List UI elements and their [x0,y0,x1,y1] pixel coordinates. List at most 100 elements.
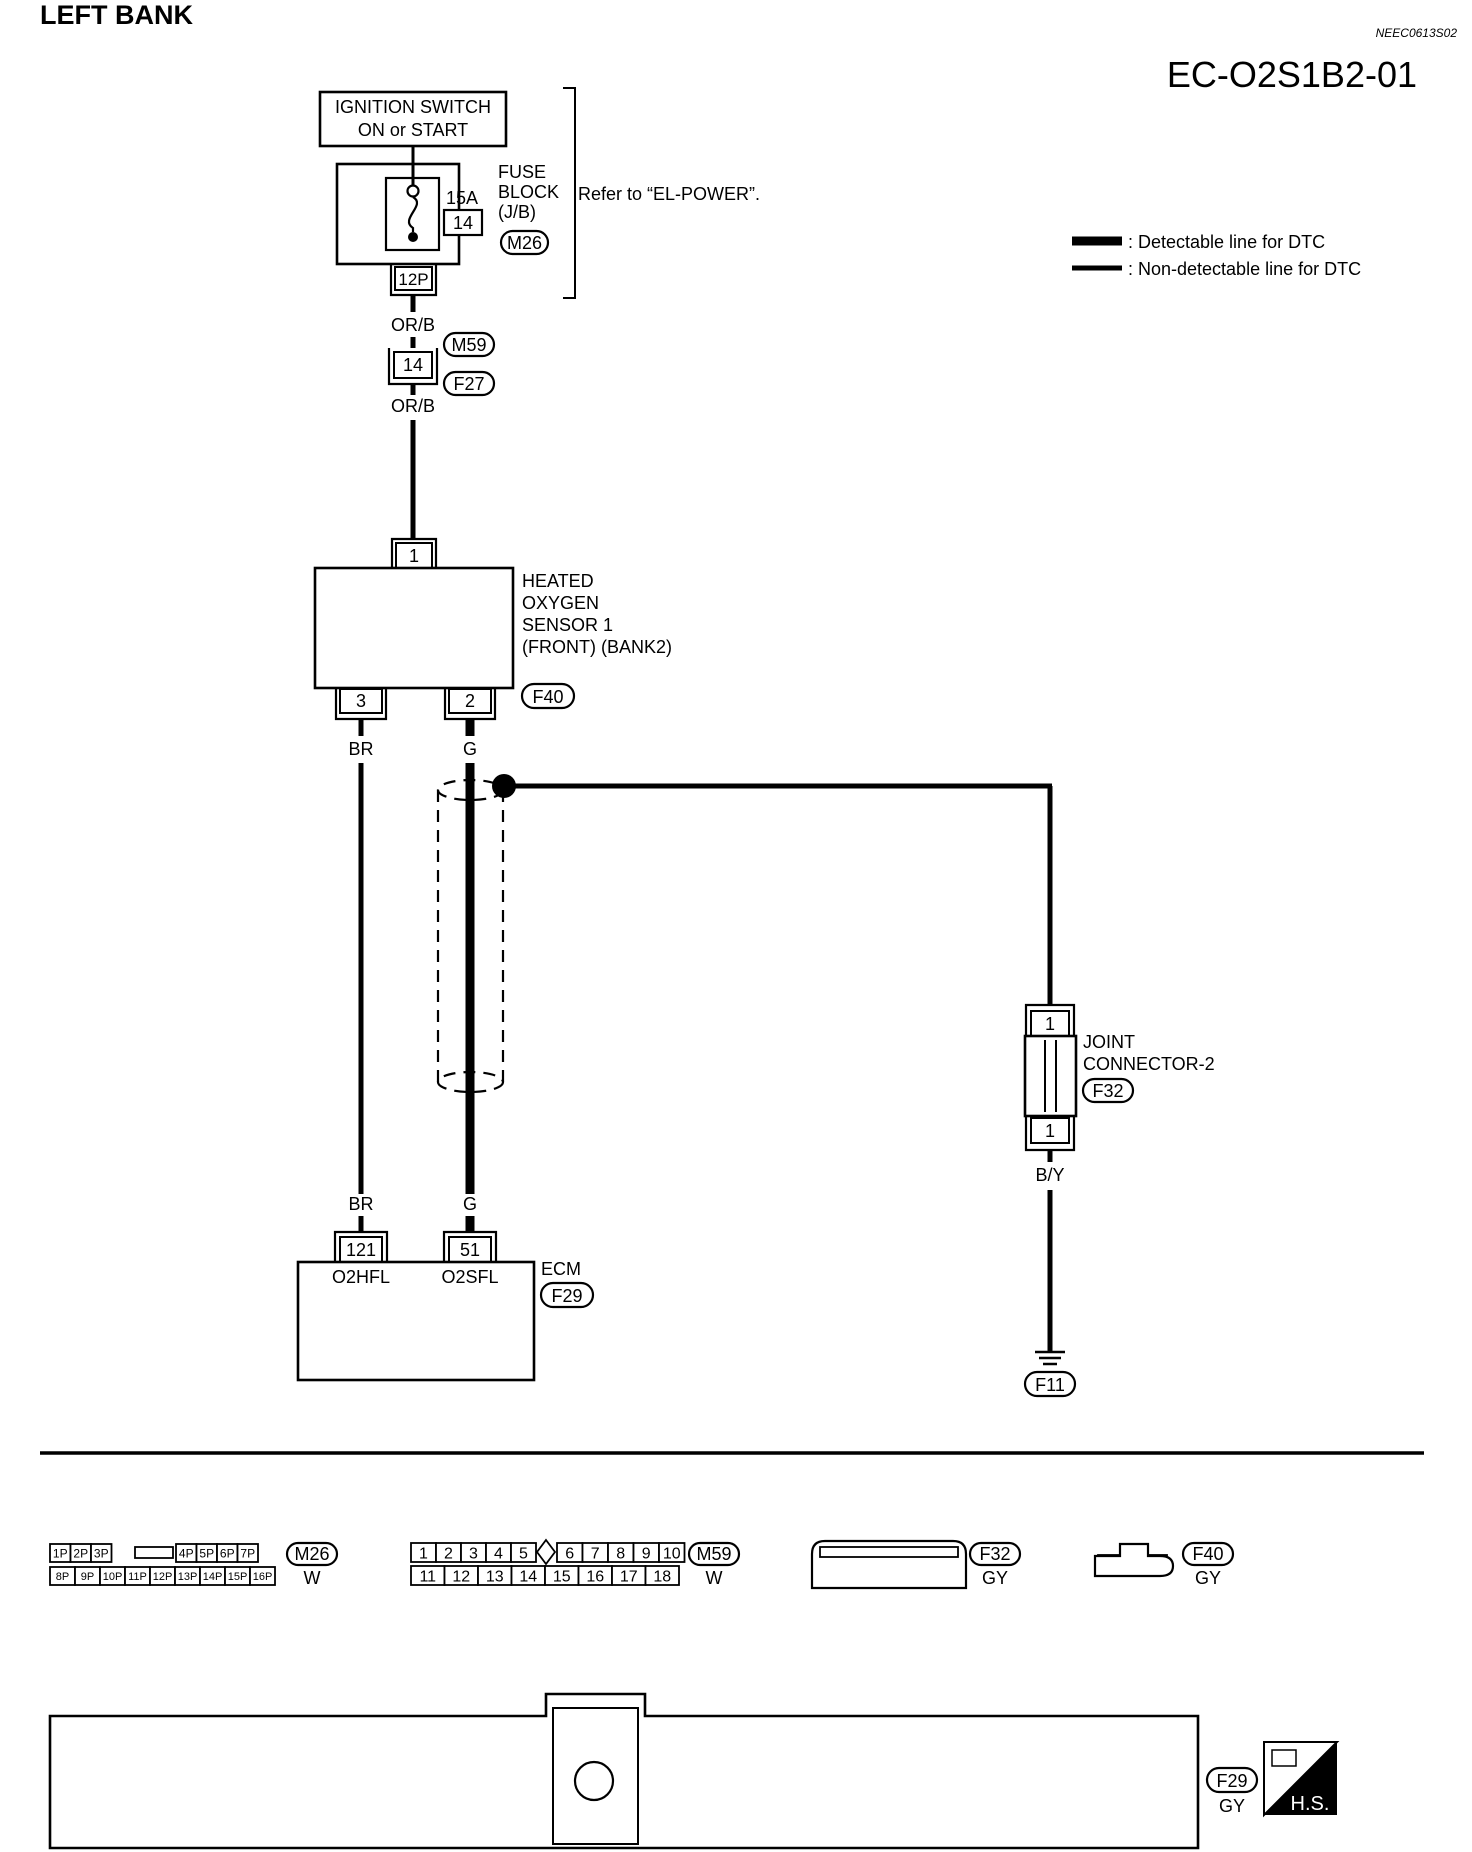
sensor-pin1-bracket [390,537,438,568]
sensor-pin2: 2 [465,691,475,711]
shield-splice-dot [492,774,516,798]
sensor-pin3: 3 [356,691,366,711]
m26-pin-label: 7P [240,1546,255,1560]
sensor-pin1: 1 [409,546,419,566]
ignition-switch: IGNITION SWITCH ON or START [318,90,508,148]
fuse-block-pin-box [394,266,433,291]
fuse-icon [407,196,419,232]
fuse-block-connector-label: M26 [507,233,542,253]
ecm-pin-121: 121 [346,1240,376,1260]
ecm: 121 51 O2HFL O2SFL ECM F29 [296,1230,595,1382]
f32-connector-label: F32 [979,1544,1010,1564]
junction-pin: 14 [403,355,423,375]
m59-pin-label: 12 [452,1568,470,1585]
diagram-id: EC-O2S1B2-01 [1167,54,1417,95]
sensor-label-line4: (FRONT) (BANK2) [522,637,672,657]
junction-connector-badge-top [442,331,496,358]
ecm-pin-121-bracket [333,1230,389,1262]
ecm-terminal-o2sfl: O2SFL [441,1267,498,1287]
legend-detectable-text: : Detectable line for DTC [1128,232,1325,252]
m26-color: W [304,1568,321,1588]
wire-label-orb-bottom: OR/B [391,396,435,416]
shield-bottom-ellipse [436,1070,505,1094]
reference-code: NEEC0613S02 [1376,26,1458,40]
sensor-label-line2: OXYGEN [522,593,599,613]
sensor-pin3-box [339,688,383,714]
ground-connector-label: F11 [1035,1375,1065,1395]
ecm-label: ECM [541,1259,581,1279]
m26-pin-label: 10P [103,1571,123,1583]
joint-label-line2: CONNECTOR-2 [1083,1054,1215,1074]
wire-label-g-bottom: G [463,1194,477,1214]
heated-oxygen-sensor: 1 HEATED OXYGEN SENSOR 1 (FRONT) (BANK2)… [313,537,672,721]
m26-pin-label: 12P [153,1571,173,1583]
m26-cavity [236,1543,259,1563]
m26-pin-label: 3P [94,1546,109,1560]
f32-latch-slot [819,1546,959,1558]
f29-color: GY [1219,1796,1245,1816]
ecm-box [296,1260,536,1382]
joint-top-bracket [1024,1003,1076,1036]
m26-cavity [249,1566,276,1586]
page-title: LEFT BANK [40,0,193,30]
m59-pin-label: 14 [519,1568,537,1585]
m59-pin-label: 7 [591,1545,600,1562]
m26-pin-label: 14P [203,1571,223,1583]
sensor-box [313,566,515,690]
legend-non-detectable-text: : Non-detectable line for DTC [1128,259,1361,279]
ground: F11 [1023,1350,1077,1398]
ecm-pin-51-bracket [442,1230,498,1262]
f29-connector-badge [1205,1766,1259,1794]
m59-cavity [658,1542,686,1563]
sensor-pin1-box [395,542,433,569]
junction-connector-label-bottom: F27 [453,374,484,394]
f40-connector-label: F40 [1192,1544,1223,1564]
m59-pin-label: 8 [616,1545,625,1562]
m59-pin-label: 16 [586,1568,604,1585]
junction-connector-label-top: M59 [451,335,486,355]
ecm-terminal-o2hfl: O2HFL [332,1267,390,1287]
m26-pin-label: 2P [73,1546,88,1560]
ecm-connector-badge [539,1281,595,1309]
f40-housing [1093,1542,1175,1578]
shield [436,774,1053,1094]
m59-connector-label: M59 [696,1544,731,1564]
fuse-block: 15A 14 FUSE BLOCK (J/B) M26 12P [335,146,559,297]
m26-cavity [90,1543,113,1563]
ignition-switch-line2: ON or START [358,120,468,140]
fuse-block-label1: FUSE [498,162,546,182]
m26-connector-label: M26 [294,1544,329,1564]
legend: : Detectable line for DTC : Non-detectab… [1072,232,1361,279]
m26-pin-label: 6P [220,1546,235,1560]
sensor-label-line1: HEATED [522,571,594,591]
fuse-number: 14 [453,213,473,233]
fuse-terminal-bottom [408,232,418,242]
m59-cavity [510,1542,537,1563]
refer-el-power-text: Refer to “EL-POWER”. [578,184,760,204]
sensor-pin2-box [448,688,492,714]
m26-pin-label: 15P [228,1571,248,1583]
fuse-block-label3: (J/B) [498,202,536,222]
m59-pin-label: 13 [486,1568,504,1585]
f40-connector-badge [1181,1541,1235,1567]
sensor-connector-badge [520,682,576,710]
fuse-block-connector-badge [499,229,550,256]
wire-label-br-bottom: BR [348,1194,373,1214]
m59-pin-label: 11 [419,1568,436,1585]
joint-pin-top: 1 [1045,1014,1055,1034]
m59-pin-label: 4 [494,1545,503,1562]
fuse-number-box [442,208,484,237]
fuse-terminal-top [406,184,420,198]
junction-pin-box [393,351,433,379]
sensor-label-line3: SENSOR 1 [522,615,613,635]
m26-pin-label: 11P [128,1571,147,1583]
junction-connector-badge-bottom [442,370,496,397]
power-supply-bracket [563,87,576,299]
wire-label-g-top: G [463,739,477,759]
joint-label-line1: JOINT [1083,1032,1135,1052]
m26-pin-label: 9P [81,1571,94,1583]
m59-key-icon [535,1538,557,1566]
ground-connector-badge [1023,1370,1077,1398]
m59-pin-label: 6 [565,1545,574,1562]
